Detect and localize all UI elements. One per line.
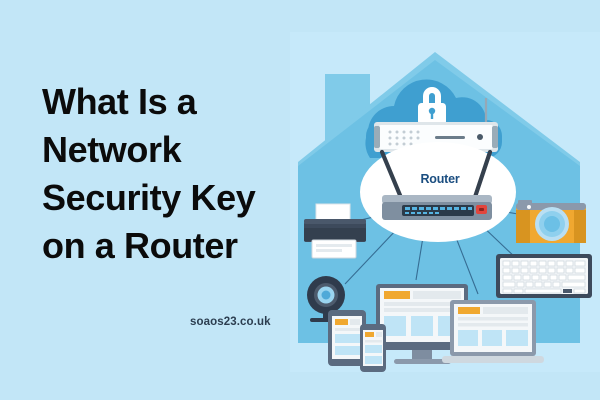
camera-flash-icon <box>527 205 531 209</box>
line-router-webcam <box>344 227 399 285</box>
network-diagram-svg <box>298 52 592 372</box>
smartphone-device <box>360 324 386 372</box>
router-led-lights <box>405 207 472 214</box>
printer-device <box>304 203 366 259</box>
monitor-screen-header-icon <box>384 291 410 299</box>
title-line-1: What Is a <box>42 81 197 122</box>
home-network-illustration: Router <box>290 32 600 372</box>
laptop-device <box>442 300 544 363</box>
tablet-device <box>328 310 366 366</box>
modem-led-dots <box>388 130 420 146</box>
router-device <box>379 149 493 220</box>
keyboard-device <box>496 254 592 298</box>
desktop-monitor-device <box>376 284 468 364</box>
photo-camera-device <box>516 200 586 243</box>
laptop-screen-header-icon <box>458 307 480 314</box>
router-antenna-left-icon <box>379 149 405 203</box>
modem-slot-icon <box>435 136 465 139</box>
site-watermark: soaos23.co.uk <box>190 316 271 328</box>
page-title: What Is a Network Security Key on a Rout… <box>42 78 292 270</box>
padlock-keyhole-icon <box>428 107 436 115</box>
line-router-laptop <box>454 234 479 295</box>
monitor-base-icon <box>394 359 451 364</box>
router-label: Router <box>420 172 460 186</box>
modem-device <box>374 98 498 152</box>
monitor-neck-icon <box>412 350 432 360</box>
modem-power-icon <box>477 134 483 140</box>
padlock-keyhole-stem-icon <box>430 112 434 119</box>
router-led-panel-icon <box>402 205 474 216</box>
padlock-shackle-icon <box>423 87 441 105</box>
line-router-desktop <box>415 236 424 281</box>
title-line-2: Network <box>42 128 182 170</box>
title-line-3: Security Key <box>42 176 256 218</box>
laptop-base-icon <box>442 356 544 363</box>
router-antenna-right-icon <box>471 149 493 203</box>
title-line-4: on a Router <box>42 224 238 266</box>
keyboard-keys <box>502 260 586 294</box>
